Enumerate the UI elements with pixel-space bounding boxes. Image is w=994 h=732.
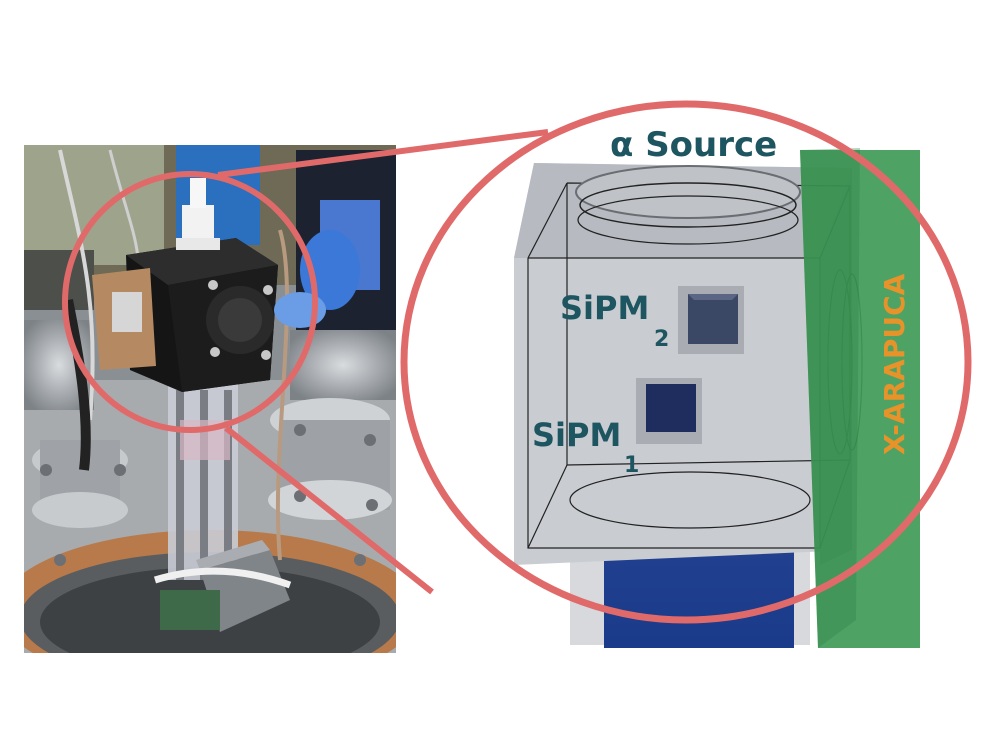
sipm-1 [636,378,702,444]
xarapuca-label: X-ARAPUCA [878,273,911,455]
sipm1-subscript: 1 [624,453,639,478]
zoomed-schematic [396,118,960,648]
sipm-2 [678,286,744,354]
apparatus-photo [24,145,396,653]
cube [514,163,863,565]
xarapuca-panel [800,148,920,648]
sipm2-label: SiPM [560,289,649,327]
sipm2-subscript: 2 [654,327,669,352]
highlight-ring-photo [62,171,318,433]
alpha-source-label: α Source [610,125,777,165]
zoom-connector-lines [217,129,549,595]
highlight-ring-zoom [400,100,972,624]
sipm1-label: SiPM [532,416,621,454]
